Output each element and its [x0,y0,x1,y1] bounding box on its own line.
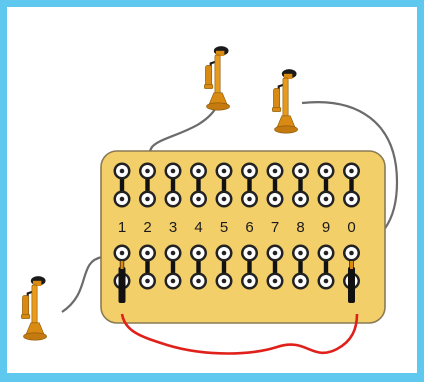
jack-hole [196,196,201,202]
jack-hole [272,278,278,284]
jack-hole [170,250,176,256]
jack-strap [247,171,252,199]
jack-strap [221,253,227,281]
jack-hole [323,250,329,256]
jack-hole [272,196,278,202]
jack-strap [298,253,303,281]
jack-strap [145,253,150,281]
column-label: 5 [220,219,228,236]
jack-hole [349,168,354,174]
jack-hole [196,278,201,284]
jack-hole [170,196,176,202]
jack-hole [298,168,303,174]
jack-grid [113,162,360,303]
jack-strap [247,253,252,281]
candlestick-telephone-icon [203,45,231,112]
jack-hole [221,168,227,174]
jack-hole [247,278,252,284]
jack-strap [349,171,354,199]
jack-strap [196,253,201,281]
jack-hole [221,250,227,256]
jack-strap [119,171,125,199]
jack-hole [298,278,303,284]
jack-hole [323,278,329,284]
jack-hole [298,196,303,202]
jack-strap [298,171,303,199]
jack-hole [196,168,201,174]
column-label: 0 [347,219,355,236]
candlestick-telephone-icon [271,68,299,135]
jack-hole [119,196,125,202]
jack-strap [272,171,278,199]
jack-strap [145,171,150,199]
patch-plug-tip [350,261,353,269]
jack-hole [145,168,150,174]
jack-hole [298,250,303,256]
patch-plug [348,267,355,303]
column-label: 1 [118,219,126,236]
jack-hole [272,250,278,256]
jack-strap [221,171,227,199]
jack-hole [145,250,150,256]
column-label: 6 [245,219,253,236]
jack-hole [272,168,278,174]
jack-hole [323,168,329,174]
jack-hole [247,196,252,202]
jack-strap [323,171,329,199]
jack-strap [196,171,201,199]
jack-hole [221,196,227,202]
column-label: 3 [169,219,177,236]
jack-hole [247,168,252,174]
candlestick-telephone-icon [20,275,48,342]
jack-hole [145,196,150,202]
jack-hole [247,250,252,256]
red-patch-cord [120,313,359,355]
jack-hole [221,278,227,284]
jack-hole [119,250,125,256]
column-label: 7 [271,219,279,236]
jack-hole [119,168,125,174]
column-label: 4 [194,219,202,236]
patch-plug [118,267,126,303]
patch-plug-tip [120,261,124,269]
column-label: 8 [296,219,304,236]
jack-hole [170,168,176,174]
jack-hole [323,196,329,202]
jack-hole [170,278,176,284]
jack-hole [349,196,354,202]
column-label: 2 [143,219,151,236]
jack-strap [170,171,176,199]
jack-hole [349,250,354,256]
jack-strap [272,253,278,281]
jack-hole [145,278,150,284]
jack-hole [196,250,201,256]
jack-strap [170,253,176,281]
jack-strap [323,253,329,281]
column-label: 9 [322,219,330,236]
